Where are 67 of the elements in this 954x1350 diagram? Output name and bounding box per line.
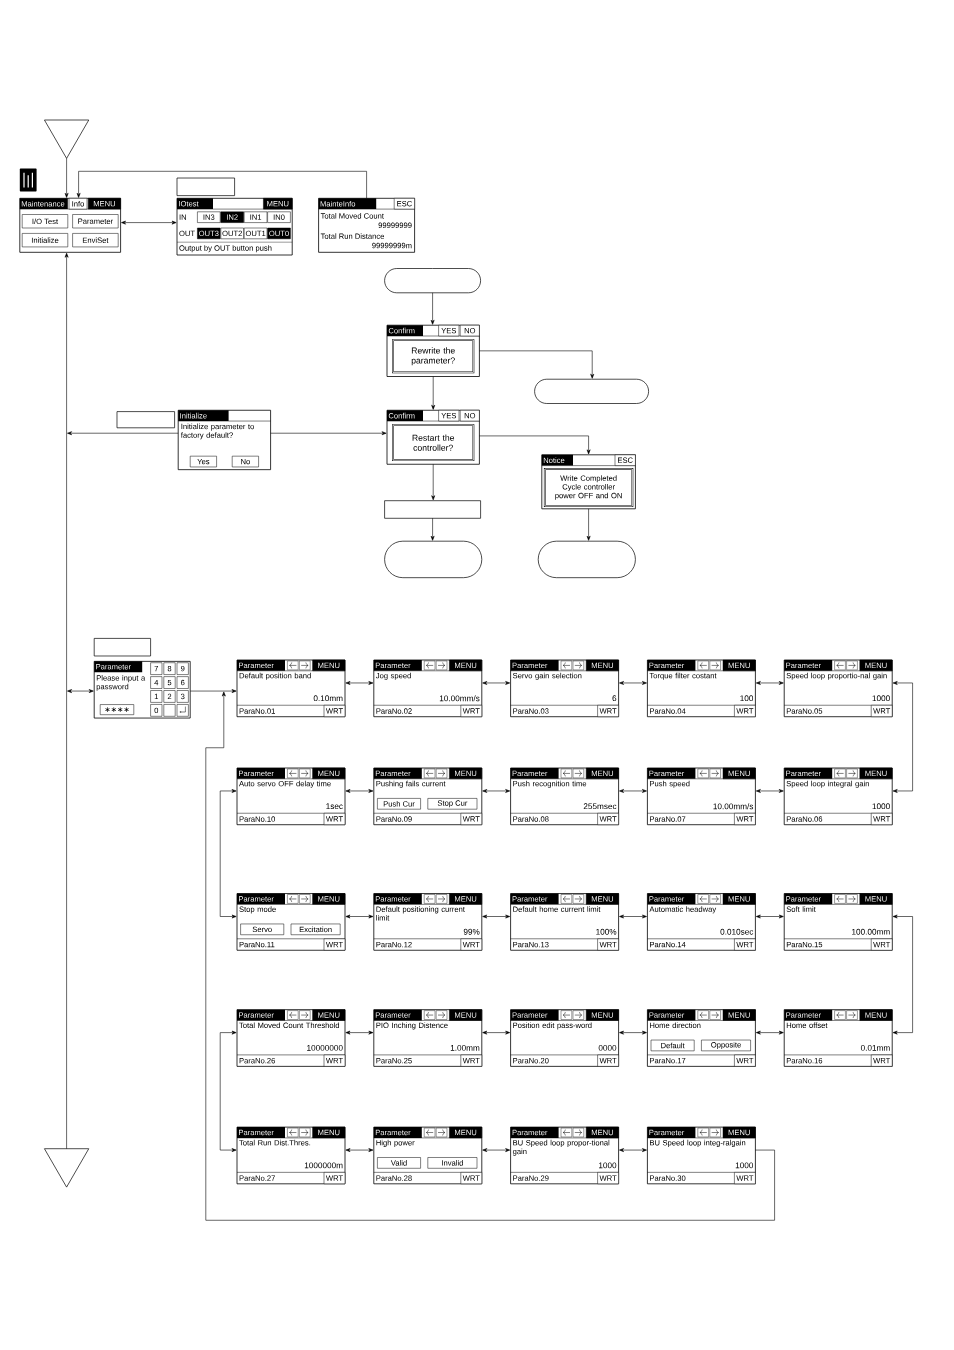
arrow [219,1030,237,1152]
arrow [431,463,436,501]
parameter-value: 100% [596,928,617,935]
parameter-value: 100 [740,695,754,702]
message-box: Rewrite the parameter? [392,339,475,374]
parameter-value: 100.00mm [852,928,890,935]
blank-label-box [384,500,481,519]
arrow [270,431,387,436]
arrow [67,689,94,693]
arrow [482,789,511,793]
arrow [64,158,69,198]
parameter-value: 1sec [326,803,343,810]
parameter-value: 10.00mm/s [713,803,754,810]
arrow [619,789,647,793]
arrow [430,292,435,325]
arrow [755,914,784,919]
blank-label-box [93,638,151,657]
arrow [755,789,784,793]
arrow [345,1148,374,1152]
message-box: Restart the controller? [392,424,475,462]
connector-triangle [44,1148,90,1188]
arrow [619,1030,647,1035]
parameter-value: 0.10mm [313,695,343,702]
arrow [892,681,913,793]
blank-label-box [116,411,175,429]
arrow [345,1030,374,1035]
arrow [67,431,179,436]
parameter-value: 0.01mm [860,1044,890,1051]
arrow [205,691,775,1221]
arrow [64,252,69,1149]
arrow [189,689,237,693]
parameter-value: 1000 [735,1162,754,1169]
parameter-value: 1000000m [304,1162,343,1169]
parameter-value: 10000000 [307,1044,343,1051]
parameter-value: 1000 [599,1162,617,1169]
parameter-value: 1.00mm [450,1044,480,1051]
blank-label-box [176,177,235,196]
arrow [219,789,237,919]
arrow [76,171,367,199]
parameter-value: 99% [463,928,480,935]
parameter-value: 10.00mm/s [439,695,480,702]
parameter-value: 0.010sec [720,928,754,935]
arrow [482,1148,511,1152]
arrow [482,681,511,685]
arrow [892,914,913,1035]
arrow [619,1148,647,1152]
parameter-value: 1000 [872,803,890,810]
arrow [482,1030,511,1035]
arrow [345,681,374,685]
arrow [586,508,591,541]
arrow [430,517,435,541]
arrow [431,376,436,410]
parameter-value: 255msec [583,803,617,810]
parameter-value: 6 [612,695,617,702]
arrow [619,914,647,919]
arrow [345,914,374,919]
arrow [121,220,177,225]
arrow [479,350,595,379]
arrow [619,681,647,685]
arrow [755,681,784,685]
arrow [482,914,511,919]
arrow [755,1030,784,1035]
arrow [345,789,374,793]
arrow [479,435,591,455]
parameter-value: 0000 [598,1044,617,1051]
connector-triangle [44,119,90,159]
parameter-value: 1000 [872,695,890,702]
